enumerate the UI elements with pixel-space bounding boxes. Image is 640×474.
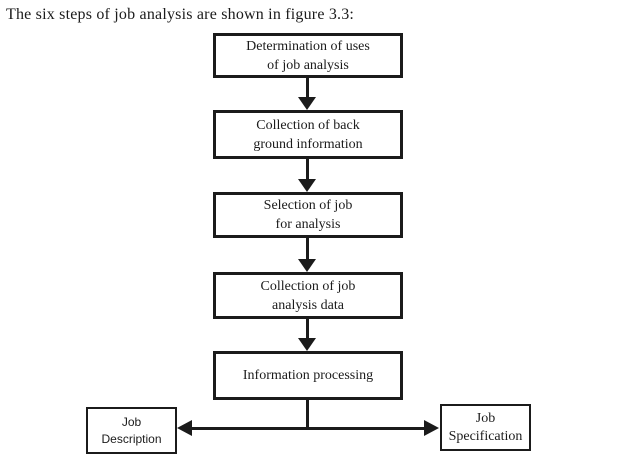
output-box-job-description: Job Description: [86, 407, 177, 454]
arrowhead-right-icon: [424, 420, 439, 436]
arrow-stem: [305, 319, 309, 338]
step-label: Collection of job analysis data: [260, 278, 356, 313]
step-label: Information processing: [242, 368, 374, 383]
step-box-collection-of-job-analysis-data: Collection of job analysis data: [213, 272, 403, 319]
step-label: Collection of back ground information: [253, 117, 363, 152]
arrow-down-icon: [298, 78, 316, 110]
arrowhead-down: [298, 338, 316, 351]
arrow-down-icon: [298, 319, 316, 351]
step-box-collection-of-background-information: Collection of back ground information: [213, 110, 403, 159]
output-label: Job Specification: [448, 410, 523, 444]
arrow-stem: [305, 159, 309, 179]
arrowhead-down: [298, 97, 316, 110]
page-title: The six steps of job analysis are shown …: [6, 6, 355, 23]
connector-line-vertical: [306, 400, 309, 428]
step-box-selection-of-job: Selection of job for analysis: [213, 192, 403, 238]
arrow-stem: [305, 238, 309, 259]
arrowhead-left-icon: [177, 420, 192, 436]
arrow-stem: [305, 78, 309, 97]
step-box-determination-of-uses: Determination of uses of job analysis: [213, 33, 403, 78]
output-box-job-specification: Job Specification: [440, 404, 531, 451]
step-label: Determination of uses of job analysis: [246, 38, 370, 73]
arrowhead-down: [298, 179, 316, 192]
arrow-down-icon: [298, 238, 316, 272]
output-label: Job Description: [101, 414, 162, 446]
connector-line-horizontal: [189, 427, 426, 430]
step-box-information-processing: Information processing: [213, 351, 403, 400]
arrowhead-down: [298, 259, 316, 272]
step-label: Selection of job for analysis: [263, 198, 353, 232]
arrow-down-icon: [298, 159, 316, 192]
